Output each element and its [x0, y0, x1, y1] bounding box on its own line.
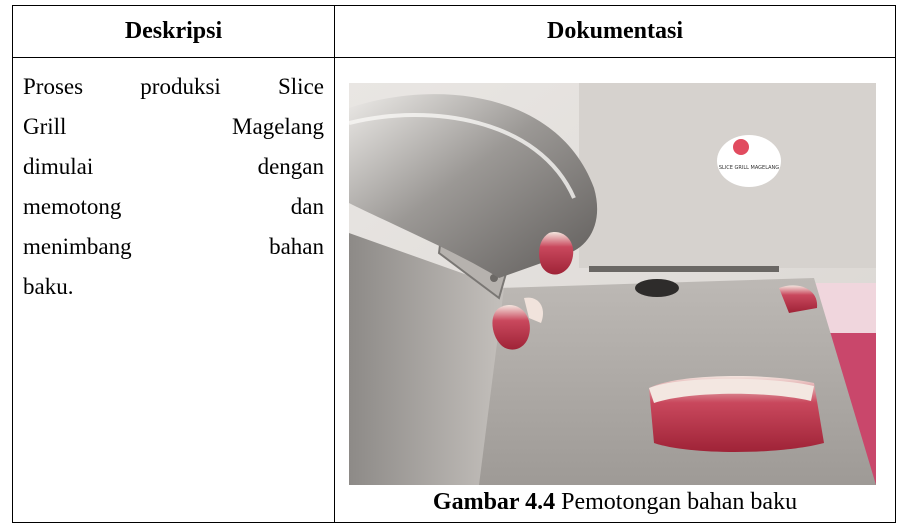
slicer-blade [349, 94, 598, 278]
description-line-4: memotong dan [23, 187, 324, 227]
header-dokumentasi: Dokumentasi [334, 5, 896, 58]
meat-stack-fat [649, 378, 814, 403]
description-line-3: dimulai dengan [23, 147, 324, 187]
meat-slicer-photo: SLICE GRILL MAGELANG [349, 83, 876, 485]
sticker-text: SLICE GRILL MAGELANG [719, 165, 779, 171]
description-cell: Proses produksi Slice Grill Magelang dim… [12, 57, 335, 523]
word: dan [290, 194, 324, 219]
word: Magelang [232, 114, 324, 139]
description-line-1: Proses produksi Slice [23, 67, 324, 107]
left-housing [349, 233, 504, 485]
word: dimulai [23, 154, 94, 179]
documentation-cell: SLICE GRILL MAGELANG Gambar 4.4 Pemotong… [334, 57, 896, 523]
meat-fat [524, 297, 544, 323]
word: Grill [23, 114, 67, 139]
header-deskripsi: Deskripsi [12, 5, 335, 58]
figure-label: Gambar 4.4 [432, 489, 556, 515]
meat-roll [492, 305, 530, 350]
sticker-mascot [733, 139, 749, 155]
blade-highlight [349, 113, 576, 199]
word: Proses [23, 74, 84, 99]
meat-slice-on-blade [539, 232, 574, 275]
word: memotong [23, 194, 122, 219]
documentation-table: Deskripsi Dokumentasi Proses produksi Sl… [12, 5, 896, 523]
word: dengan [257, 154, 324, 179]
meat-slice-right [779, 285, 818, 313]
word: bahan [269, 234, 324, 259]
word: Slice [278, 74, 324, 99]
figure-caption: Gambar 4.4 Pemotongan bahan baku [335, 486, 895, 518]
sticker [717, 135, 781, 187]
description-line-5: menimbang bahan [23, 227, 324, 267]
figure-caption-text: Pemotongan bahan baku [561, 489, 798, 515]
content-row: Proses produksi Slice Grill Magelang dim… [12, 57, 896, 523]
word: baku. [23, 274, 74, 299]
word: menimbang [23, 234, 132, 259]
knob [635, 279, 679, 297]
description-line-2: Grill Magelang [23, 107, 324, 147]
description-line-6: baku. [23, 267, 324, 307]
word: produksi [140, 74, 221, 99]
header-row: Deskripsi Dokumentasi [12, 5, 896, 58]
